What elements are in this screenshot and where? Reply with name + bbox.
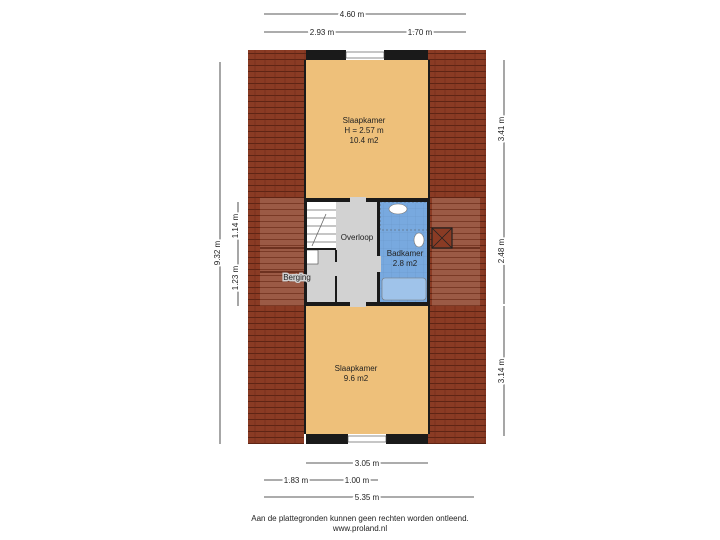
label-slaapkamer-bottom-name: Slaapkamer — [335, 364, 378, 373]
label-slaapkamer-bottom-area: 9.6 m2 — [344, 374, 369, 383]
label-slaapkamer-top-area: 10.4 m2 — [350, 136, 379, 145]
room-slaapkamer-bottom — [306, 306, 428, 434]
dimension-lines — [219, 13, 505, 498]
bathroom-bathtub — [381, 277, 427, 301]
door-berging — [334, 262, 338, 276]
roof-hatch-cross-2 — [431, 227, 453, 249]
window-bottom — [347, 435, 387, 443]
door-overloop-top — [350, 197, 366, 203]
label-badkamer-name: Badkamer — [387, 249, 424, 258]
dim-top-left: 2.93 m — [310, 28, 335, 37]
dim-top-right: 1.70 m — [408, 28, 433, 37]
window-top — [345, 51, 385, 59]
dim-bottom-inner: 3.05 m — [355, 459, 380, 468]
stair-steps — [306, 209, 336, 247]
bathroom-sink — [388, 203, 408, 215]
label-overloop: Overloop — [341, 233, 374, 242]
label-slaapkamer-top-height: H = 2.57 m — [344, 126, 384, 135]
door-overloop-bottom — [350, 301, 366, 307]
dim-left-total: 9.32 m — [213, 240, 222, 265]
label-berging: Berging — [283, 273, 311, 282]
roof-left-mid — [260, 198, 304, 306]
berging-cupboard — [305, 249, 319, 265]
room-overloop — [336, 202, 378, 304]
dim-right-top: 3.41 m — [497, 116, 506, 141]
disclaimer-text: Aan de plattegronden kunnen geen rechten… — [251, 514, 469, 523]
dim-left-lower: 1.23 m — [231, 265, 240, 290]
dim-left-upper: 1.14 m — [231, 213, 240, 238]
dim-bottom-total: 5.35 m — [355, 493, 380, 502]
walls — [304, 50, 430, 444]
dim-bottom-left: 1.83 m — [284, 476, 309, 485]
website-text: www.proland.nl — [332, 524, 388, 533]
dim-right-mid: 2.48 m — [497, 238, 506, 263]
door-badkamer — [376, 256, 381, 272]
room-slaapkamer-top — [306, 60, 428, 198]
bathroom-toilet — [413, 232, 425, 248]
roof-right-mid — [432, 198, 480, 306]
label-slaapkamer-top-name: Slaapkamer — [343, 116, 386, 125]
label-badkamer-area: 2.8 m2 — [393, 259, 418, 268]
dim-top-total: 4.60 m — [340, 10, 365, 19]
dim-right-bottom: 3.14 m — [497, 358, 506, 383]
dim-bottom-mid: 1.00 m — [345, 476, 370, 485]
